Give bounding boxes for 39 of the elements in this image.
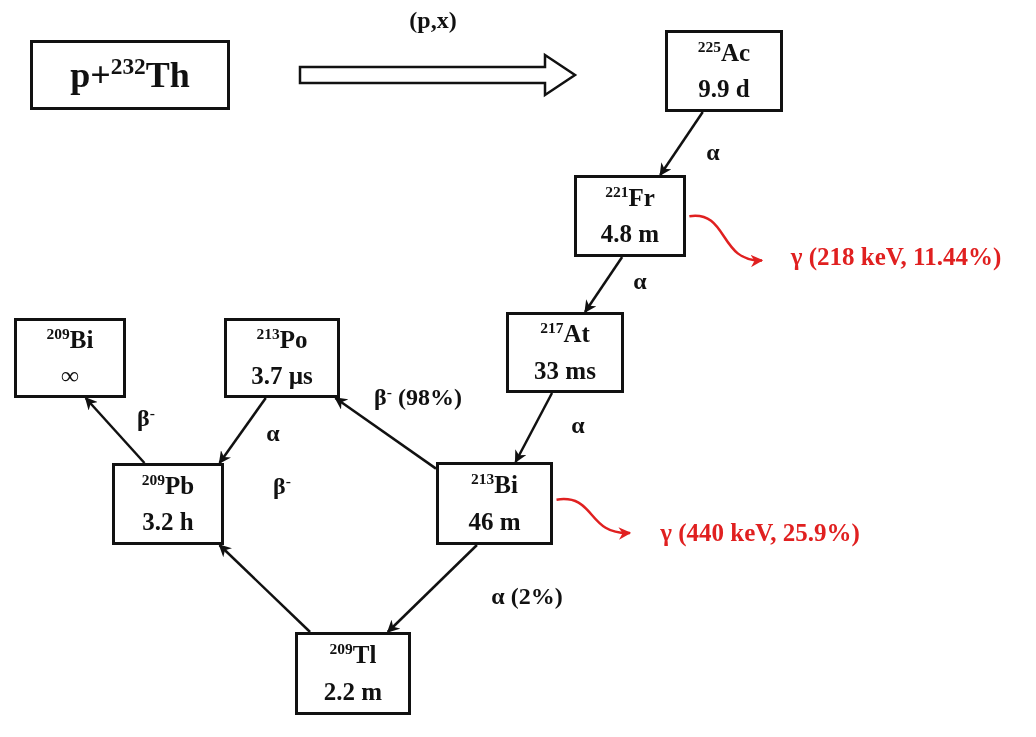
arrow [584,256,624,314]
gamma-emission-text: γ (440 keV, 25.9%) [660,517,860,549]
arrow [334,396,437,470]
arrow [218,544,311,633]
half-life: 33 ms [534,355,596,386]
nuclide-box [224,318,340,398]
nuclide-name: $^{225}$Ac [697,37,751,68]
nuclide-box [506,312,624,393]
curved-arrow [556,497,632,539]
nuclide-box [665,30,783,112]
nuclide-name: $^{209}$Tl [329,639,377,671]
nuclide-box [14,318,126,398]
nuclide-name: $^{209}$Pb [141,470,195,501]
nuclide-name: $^{217}$At [540,318,590,350]
nuclide-name: $^{213}$Bi [471,469,518,501]
half-life: ∞ [61,361,79,391]
arrow [84,397,146,464]
nuclide-box [112,463,224,545]
half-life: 46 m [468,506,521,537]
nuclide-box [295,632,411,715]
nuclide-box [436,462,553,545]
hollow-arrow [298,52,578,98]
nuclide-name: $^{213}$Po [256,324,308,355]
half-life: 2.2 m [323,676,383,707]
arrow [659,111,704,177]
half-life: 4.8 m [600,219,660,249]
half-life: 9.9 d [698,74,750,104]
nuclide-name: $^{209}$Bi [46,324,94,355]
nuclide-name: $^{221}$Fr [605,182,655,213]
gamma-emission-text: γ (218 keV, 11.44%) [790,241,1002,272]
arrow [218,397,267,464]
arrow [514,392,554,464]
nuclide-box [30,40,230,110]
arrow [386,544,478,633]
nuclide-name: p+$^{232}$Th [70,52,190,97]
nuclide-box [574,175,686,257]
curved-arrow [689,214,764,266]
half-life: 3.2 h [142,507,194,537]
half-life: 3.7 µs [251,361,313,391]
